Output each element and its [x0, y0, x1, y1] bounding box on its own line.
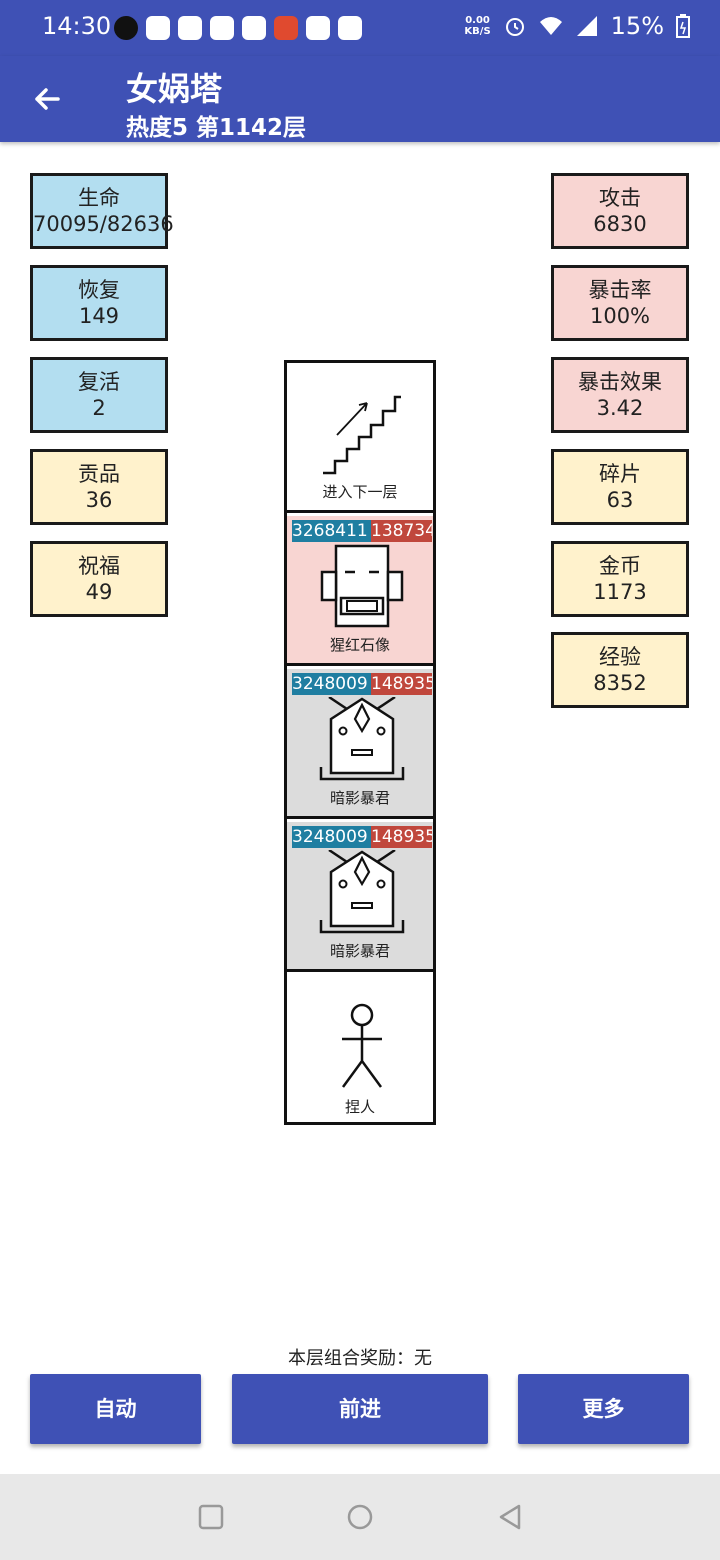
- stone-statue-icon: [320, 544, 404, 628]
- floor-name: 暗影暴君: [329, 789, 390, 807]
- floor-enemy[interactable]: 3248009 148935 暗影暴君: [287, 822, 433, 972]
- wifi-icon: [539, 17, 562, 35]
- stat-label: 碎片: [599, 462, 641, 486]
- stat-value: 49: [85, 580, 113, 604]
- forward-button[interactable]: 前进: [232, 1374, 488, 1444]
- stairs-icon: [323, 395, 401, 475]
- enemy-stat-bar: 3248009 148935: [292, 826, 432, 848]
- floor-name: 进入下一层: [322, 483, 398, 501]
- page-subtitle: 热度5 第1142层: [126, 115, 307, 141]
- floor-name: 猩红石像: [329, 636, 390, 654]
- stat-value: 36: [85, 488, 113, 512]
- system-nav-bar: [0, 1474, 720, 1560]
- enemy-attack: 148935: [371, 673, 432, 695]
- shadow-tyrant-icon: [319, 850, 405, 934]
- baidu-netdisk-icon: [210, 16, 234, 40]
- app-bar: 女娲塔 热度5 第1142层: [0, 56, 720, 142]
- battery-percent: 15%: [610, 12, 664, 40]
- stat-value: 3.42: [596, 396, 644, 420]
- stat-label: 暴击率: [588, 278, 652, 302]
- stat-gold: 金币 1173: [551, 541, 689, 617]
- download-icon: [242, 16, 266, 40]
- tower: 进入下一层 3268411 138734 猩红石像 3248009 148935: [284, 360, 436, 1125]
- stat-value: 100%: [589, 304, 651, 328]
- stat-label: 贡品: [78, 462, 120, 486]
- wechat-icon: [146, 16, 170, 40]
- back-icon[interactable]: [497, 1504, 523, 1530]
- enemy-stat-bar: 3248009 148935: [292, 673, 432, 695]
- net-speed: 0.00 KB/S: [464, 15, 491, 37]
- page-title: 女娲塔: [126, 70, 223, 108]
- stat-value: 2: [92, 396, 106, 420]
- enemy-stat-bar: 3268411 138734: [292, 520, 432, 542]
- stat-tribute: 贡品 36: [30, 449, 168, 525]
- signal-icon: [576, 16, 597, 36]
- battery-icon: [676, 14, 690, 38]
- stat-attack: 攻击 6830: [551, 173, 689, 249]
- home-icon[interactable]: [347, 1504, 373, 1530]
- stat-label: 经验: [599, 645, 641, 669]
- app-notification-icon: [274, 16, 298, 40]
- stat-value: 8352: [593, 671, 647, 695]
- robot-icon: [338, 16, 362, 40]
- stat-label: 生命: [78, 186, 120, 210]
- browser-icon: [178, 16, 202, 40]
- auto-button[interactable]: 自动: [30, 1374, 201, 1444]
- stat-regen: 恢复 149: [30, 265, 168, 341]
- tiktok-icon: [114, 16, 138, 40]
- enemy-attack: 148935: [371, 826, 432, 848]
- stat-label: 恢复: [78, 278, 120, 302]
- enemy-hp: 3268411: [292, 520, 371, 542]
- stick-figure-icon: [341, 1003, 383, 1088]
- floor-character[interactable]: 捏人: [287, 975, 433, 1125]
- alarm-icon: [505, 18, 524, 36]
- enemy-attack: 138734: [371, 520, 432, 542]
- arrow-left-icon[interactable]: [30, 82, 64, 116]
- stat-label: 攻击: [599, 186, 641, 210]
- stat-label: 复活: [78, 370, 120, 394]
- combo-reward-text: 本层组合奖励：无: [288, 1348, 432, 1369]
- floor-name: 暗影暴君: [329, 942, 390, 960]
- stat-crit-rate: 暴击率 100%: [551, 265, 689, 341]
- floor-next-level[interactable]: 进入下一层: [287, 363, 433, 513]
- chat-bot-icon: [306, 16, 330, 40]
- stat-label: 祝福: [78, 554, 120, 578]
- enemy-hp: 3248009: [292, 673, 371, 695]
- floor-enemy[interactable]: 3268411 138734 猩红石像: [287, 516, 433, 666]
- stat-crit-effect: 暴击效果 3.42: [551, 357, 689, 433]
- stat-hp: 生命 70095/82636: [30, 173, 174, 249]
- stat-blessing: 祝福 49: [30, 541, 168, 617]
- status-time: 14:30: [42, 12, 112, 40]
- notification-icons: [114, 16, 362, 40]
- floor-name: 捏人: [344, 1098, 375, 1116]
- stat-revive: 复活 2: [30, 357, 168, 433]
- floor-enemy[interactable]: 3248009 148935 暗影暴君: [287, 669, 433, 819]
- stat-label: 金币: [599, 554, 641, 578]
- more-button[interactable]: 更多: [518, 1374, 689, 1444]
- stat-fragments: 碎片 63: [551, 449, 689, 525]
- shadow-tyrant-icon: [319, 697, 405, 781]
- stat-value: 149: [78, 304, 120, 328]
- enemy-hp: 3248009: [292, 826, 371, 848]
- stat-value: 1173: [593, 580, 647, 604]
- stat-experience: 经验 8352: [551, 632, 689, 708]
- status-right: 0.00 KB/S 15%: [464, 12, 690, 40]
- stat-label: 暴击效果: [578, 370, 662, 394]
- stat-value: 63: [606, 488, 634, 512]
- stat-value: 6830: [593, 212, 647, 236]
- recent-apps-icon[interactable]: [198, 1504, 224, 1530]
- status-bar: 14:30 0.00 KB/S 15%: [0, 0, 720, 56]
- stat-value: 70095/82636: [33, 212, 174, 236]
